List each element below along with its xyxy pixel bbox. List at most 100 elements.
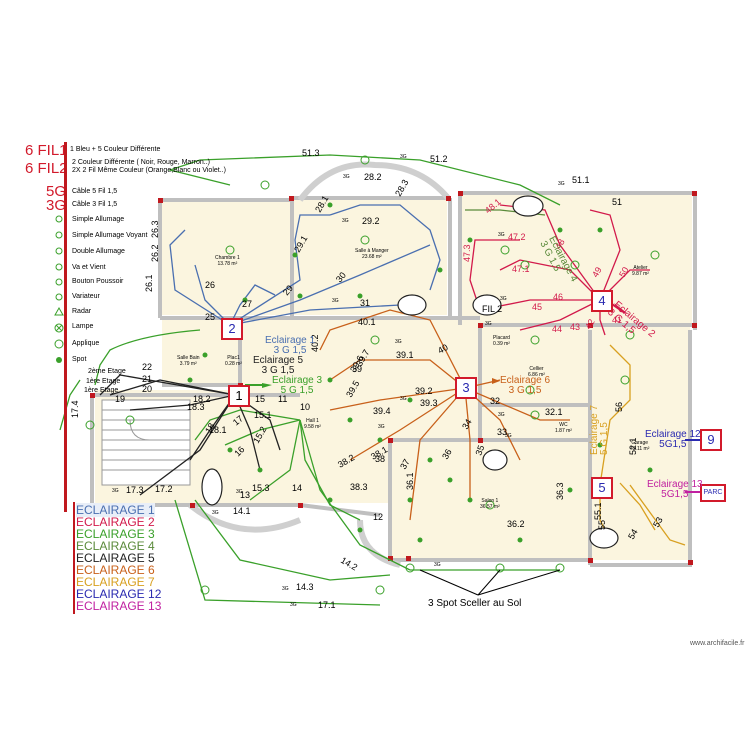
cable-number-label: 17.2 <box>155 484 173 494</box>
lamp-icon <box>54 323 64 333</box>
circuit-label-6-name: Eclairage 6 <box>500 375 551 386</box>
cable-number-label: 38 <box>375 454 385 464</box>
room-salle-manger-area: 23.68 m² <box>361 254 382 260</box>
legend-6fil2-code: 6 FIL2 <box>25 160 68 177</box>
box-parc: PARC <box>700 484 726 502</box>
cable-number-label: 51.2 <box>430 154 448 164</box>
cable-number-label: 51.1 <box>572 175 590 185</box>
category-bar <box>73 502 75 614</box>
cable-number-label: FIL 2 <box>482 304 502 314</box>
cable-number-label: 15.1 <box>254 410 272 420</box>
cable-number-label: 11 <box>278 394 287 404</box>
lamp-symbols <box>85 155 660 595</box>
cable-number-label: 39.2 <box>415 386 433 396</box>
cable-number-label: 48 <box>553 237 567 251</box>
room-plac1-name: Plac1 <box>227 355 240 361</box>
cable-number-label: 43 <box>570 322 580 332</box>
circuit-label-12-cable: 5G1,5 <box>659 439 687 450</box>
cable-number-label: 10 <box>300 402 310 412</box>
cable-type-tag: 3G <box>505 433 512 439</box>
circuit-label-3-name: Eclairage 3 <box>272 375 323 386</box>
legend-symbol-5: Variateur <box>72 293 100 300</box>
box-5: 5 <box>591 477 613 499</box>
spot-icon <box>56 357 62 363</box>
cable-number-label: 36.2 <box>507 519 525 529</box>
circuit-label-12-name: Eclairage 12 <box>645 429 701 440</box>
cable-number-label: 29 <box>281 283 295 297</box>
cable-number-label: 49 <box>590 265 604 279</box>
cable-type-tag: 3G <box>498 232 505 238</box>
connector-arrows <box>245 299 627 388</box>
push-button-icon <box>55 278 63 286</box>
box-2: 2 <box>221 318 243 340</box>
cable-type-tag: 3G <box>485 321 492 327</box>
cable-number-label: 22 <box>142 362 152 372</box>
cable-number-label: 36.3 <box>555 482 565 500</box>
category-eclairage-7: ECLAIRAGE 7 <box>76 575 155 589</box>
cable-number-label: 26.2 <box>150 244 160 262</box>
cable-number-label: 31 <box>360 298 370 308</box>
circuit-label-1-name: Eclairage 1 <box>265 335 316 346</box>
cable-number-label: 54 <box>626 527 640 541</box>
room-salon-area: 36.57 m² <box>480 504 500 510</box>
cable-type-tag: 3G <box>434 562 441 568</box>
room-plac1-area: 0.28 m² <box>225 361 242 367</box>
cable-number-label: 18.1 <box>209 425 227 435</box>
legend-symbol-4: Bouton Poussoir <box>72 278 124 285</box>
cable-number-label: 15 <box>255 394 265 404</box>
cable-type-tag: 3G <box>500 296 507 302</box>
cable-number-label: 40 <box>436 342 450 356</box>
cable-number-label: 53 <box>651 515 665 529</box>
room-cellier-name: Cellier <box>529 366 544 372</box>
cable-number-label: 29.2 <box>362 216 380 226</box>
room-atelier-name: Atelier <box>633 265 648 271</box>
dimmer-icon <box>55 293 63 301</box>
cable-type-tag: 3G <box>290 602 297 608</box>
box-4: 4 <box>591 290 613 312</box>
cable-type-tag: 3G <box>378 424 385 430</box>
cable-number-label: 55.1 <box>593 502 603 520</box>
cable-number-label: 32.1 <box>545 407 563 417</box>
cable-type-tag: 3G <box>498 412 505 418</box>
cable-number-label: 14.2 <box>339 555 359 572</box>
cable-number-label: 36.1 <box>405 472 415 490</box>
circuit-label-6-cable: 3 G 1,5 <box>508 385 542 396</box>
cable-number-label: 20 <box>142 384 152 394</box>
cable-number-label: 18.2 <box>193 394 211 404</box>
room-salle-bain-area: 3.79 m² <box>179 361 197 367</box>
category-eclairage-2: ECLAIRAGE 2 <box>76 515 155 529</box>
cable-number-label: 40.1 <box>358 317 376 327</box>
cable-number-label: 37 <box>398 457 412 471</box>
staircase <box>101 399 191 486</box>
junction-ellipses <box>201 195 619 549</box>
cable-number-label: 39.4 <box>373 406 391 416</box>
cable-number-label: 15.3 <box>252 483 270 493</box>
cable-number-label: 30 <box>334 270 348 284</box>
cable-number-label: 39.1 <box>396 350 414 360</box>
legend-5g-code: 5G <box>46 183 67 200</box>
category-eclairage-6: ECLAIRAGE 6 <box>76 563 155 577</box>
room-placard-area: 0.39 m² <box>493 341 510 347</box>
cable-number-label: 14.3 <box>296 582 314 592</box>
legend-3g-code: 3G <box>46 197 67 214</box>
room-garage-name: Garage <box>631 440 649 446</box>
cable-number-label: 47.3 <box>462 244 472 262</box>
legend-symbol-7: Lampe <box>72 323 94 330</box>
watermark: www.archifacile.fr <box>690 640 745 647</box>
cable-number-label: 45 <box>532 302 542 312</box>
cable-number-label: 39.3 <box>420 398 438 408</box>
circuit-eclairage-2 <box>469 204 650 336</box>
legend-symbol-glyphs <box>54 215 64 363</box>
